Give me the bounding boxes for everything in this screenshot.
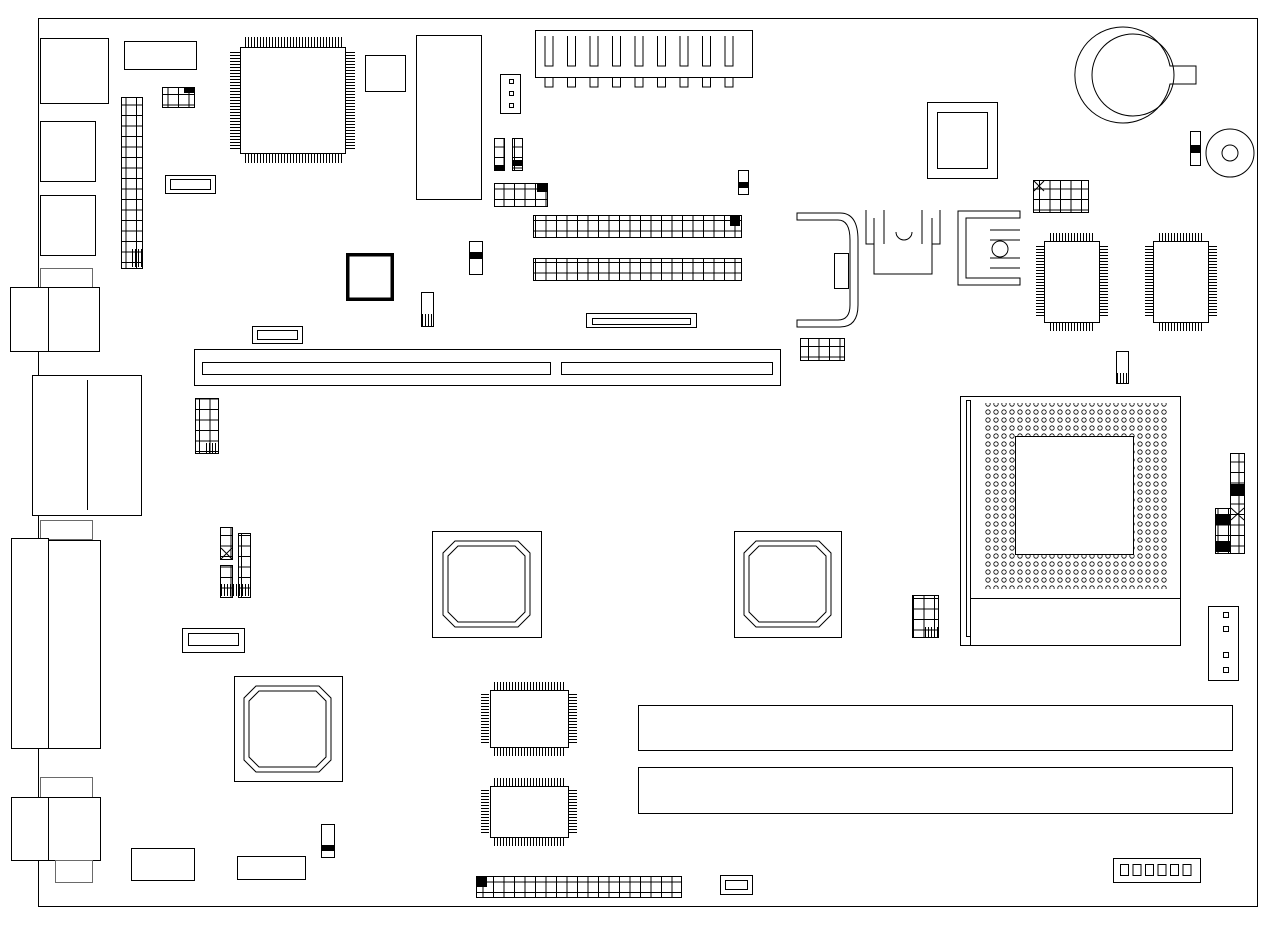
- heatsink: [957, 210, 1021, 286]
- fan-connector: [252, 326, 303, 344]
- jumper-block: [1033, 180, 1089, 213]
- bga-chip: [432, 531, 542, 638]
- vga-connector: [11, 797, 49, 861]
- bios-chip: [416, 35, 482, 200]
- serial-port-connector: [10, 287, 49, 352]
- header-block: [124, 41, 197, 70]
- ps2-connector: [40, 38, 109, 104]
- jumper-block: [800, 338, 845, 361]
- small-jumper: [321, 824, 335, 858]
- battery-icon: [1074, 26, 1197, 124]
- connector-4pin: [182, 628, 245, 653]
- qfp-chip: [1145, 233, 1217, 331]
- header-block: [131, 848, 195, 881]
- connector-pin: [1170, 864, 1179, 876]
- jumper: [220, 527, 233, 560]
- ide-header-1: [533, 215, 742, 238]
- power-pin: [567, 36, 576, 88]
- jumper: [512, 138, 523, 171]
- qfp-chip: [481, 682, 577, 756]
- header-block: [237, 856, 306, 880]
- buzzer-icon: [1205, 128, 1255, 178]
- qfp-chip-large: [230, 37, 355, 163]
- atx-power-connector: [535, 30, 753, 88]
- heatsink: [865, 210, 941, 275]
- connector-pin: [1157, 864, 1167, 876]
- small-jumper: [1116, 351, 1129, 384]
- small-jumper: [421, 292, 434, 327]
- jumper-block: [195, 398, 219, 454]
- power-pin: [679, 36, 689, 88]
- crystal: [365, 55, 406, 92]
- bga-chip: [234, 676, 343, 782]
- connector-pin: [1120, 864, 1129, 876]
- bga-chip: [734, 531, 842, 638]
- ide-header-2: [533, 258, 742, 281]
- qfp-chip: [481, 778, 577, 846]
- pin-header-vertical: [121, 97, 143, 269]
- io-connectors: [10, 38, 142, 883]
- power-pin: [634, 36, 644, 88]
- jumper-block: [494, 183, 548, 207]
- power-pin: [657, 36, 666, 88]
- connector-6pin: [1113, 858, 1201, 883]
- power-pin: [544, 36, 554, 88]
- cpu-socket-icon: [960, 396, 1181, 646]
- usb-connector-2: [40, 195, 96, 256]
- power-pin: [589, 36, 599, 88]
- qfp-chip-small: [346, 253, 394, 301]
- connector-3pin: [500, 74, 521, 114]
- power-pin: [724, 36, 734, 88]
- power-pin: [702, 36, 711, 88]
- regulator: [834, 253, 849, 289]
- isa-slot[interactable]: [194, 349, 781, 386]
- memory-slot-2[interactable]: [638, 767, 1233, 814]
- jumper-strip: [1230, 453, 1245, 554]
- heatsink-clip: [796, 212, 859, 328]
- jumper: [238, 533, 251, 598]
- memory-slot-1[interactable]: [638, 705, 1233, 751]
- front-panel-header: [476, 876, 682, 898]
- fdd-connector: [586, 313, 697, 328]
- qfp-chip: [1036, 233, 1108, 331]
- connector-pin: [1182, 864, 1192, 876]
- fan-connector: [165, 175, 216, 194]
- parallel-port-connector: [11, 538, 49, 749]
- jumper: [220, 565, 233, 598]
- power-pin: [612, 36, 621, 88]
- connector-pin: [1132, 864, 1142, 876]
- connector-pin: [1145, 864, 1154, 876]
- usb-connector-1: [40, 121, 96, 182]
